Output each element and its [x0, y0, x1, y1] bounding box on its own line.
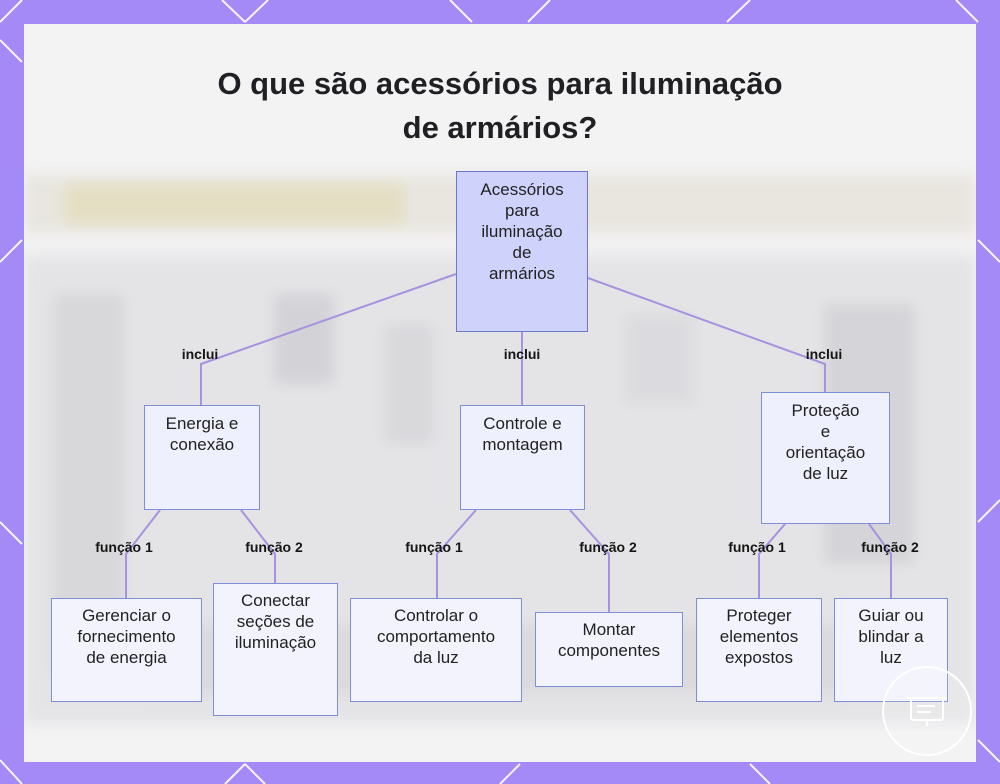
edge-label-funcao-2: função 2: [245, 539, 303, 555]
node-text-line: componentes: [558, 640, 660, 661]
node-text-line: Proteger: [726, 605, 791, 626]
node-text-line: para: [505, 200, 539, 221]
page-title: O que são acessórios para iluminação de …: [24, 62, 976, 150]
node-text-line: comportamento: [377, 626, 495, 647]
title-line-2: de armários?: [24, 106, 976, 150]
node-text-line: orientação: [786, 442, 865, 463]
node-controlar-luz: Controlar o comportamento da luz: [350, 598, 522, 702]
node-controle-montagem: Controle e montagem: [460, 405, 585, 510]
node-proteger-elementos: Proteger elementos expostos: [696, 598, 822, 702]
node-text-line: blindar a: [858, 626, 923, 647]
node-protecao-orientacao: Proteção e orientação de luz: [761, 392, 890, 524]
node-gerenciar-energia: Gerenciar o fornecimento de energia: [51, 598, 202, 702]
node-text-line: Acessórios: [480, 179, 563, 200]
node-text-line: luz: [880, 647, 902, 668]
node-text-line: de: [513, 242, 532, 263]
edge-label-funcao-2: função 2: [861, 539, 919, 555]
node-text-line: e: [821, 421, 830, 442]
node-text-line: iluminação: [481, 221, 562, 242]
node-text-line: Proteção: [791, 400, 859, 421]
node-text-line: Conectar: [241, 590, 310, 611]
node-text-line: elementos: [720, 626, 798, 647]
node-text-line: Controlar o: [394, 605, 478, 626]
node-text-line: de energia: [86, 647, 166, 668]
node-text-line: armários: [489, 263, 555, 284]
node-text-line: conexão: [170, 434, 234, 455]
node-energia-conexao: Energia e conexão: [144, 405, 260, 510]
node-text-line: fornecimento: [77, 626, 175, 647]
node-text-line: seções de: [237, 611, 315, 632]
presentation-badge[interactable]: [882, 666, 972, 756]
edge-label-funcao-1: função 1: [95, 539, 153, 555]
node-montar-componentes: Montar componentes: [535, 612, 683, 687]
edge-label-funcao-2: função 2: [579, 539, 637, 555]
node-text-line: Guiar ou: [858, 605, 923, 626]
edge-label-inclui: inclui: [806, 346, 843, 362]
presentation-icon: [905, 690, 949, 730]
node-text-line: montagem: [482, 434, 562, 455]
node-text-line: iluminação: [235, 632, 316, 653]
node-text-line: Energia e: [166, 413, 239, 434]
edge-label-inclui: inclui: [504, 346, 541, 362]
node-root: Acessórios para iluminação de armários: [456, 171, 588, 332]
node-text-line: Gerenciar o: [82, 605, 171, 626]
edge-label-inclui: inclui: [182, 346, 219, 362]
node-text-line: Montar: [583, 619, 636, 640]
edge-label-funcao-1: função 1: [405, 539, 463, 555]
edge-label-funcao-1: função 1: [728, 539, 786, 555]
node-text-line: expostos: [725, 647, 793, 668]
node-conectar-secoes: Conectar seções de iluminação: [213, 583, 338, 716]
node-text-line: de luz: [803, 463, 848, 484]
diagram-card: O que são acessórios para iluminação de …: [24, 24, 976, 762]
node-text-line: da luz: [413, 647, 458, 668]
title-line-1: O que são acessórios para iluminação: [24, 62, 976, 106]
node-text-line: Controle e: [483, 413, 561, 434]
